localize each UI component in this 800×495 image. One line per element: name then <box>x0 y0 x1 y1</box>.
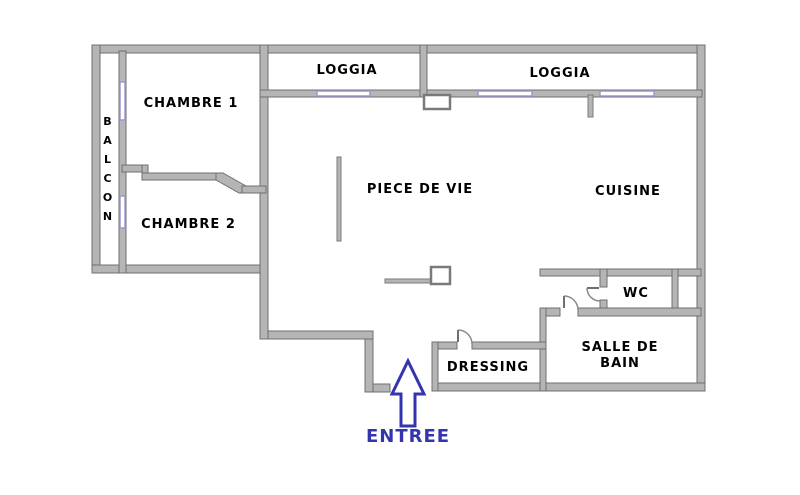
window-balcony-upper <box>119 81 126 121</box>
wall-dressing-left <box>431 341 439 392</box>
wall-wc-left-upper <box>599 268 608 288</box>
wall-kitchen-south <box>539 268 702 277</box>
door-arc-bathroom <box>563 295 579 311</box>
room-label-chambre-2: CHAMBRE 2 <box>141 217 236 232</box>
entrance-arrow-icon <box>389 357 427 428</box>
door-arc-dressing <box>457 329 473 345</box>
wall-exterior-entry-side <box>364 330 374 393</box>
entrance-label: ENTREE <box>365 426 451 447</box>
room-label-cuisine: CUISINE <box>595 184 661 199</box>
room-label-loggia-1: LOGGIA <box>316 63 378 78</box>
wall-exterior-mid-bottom <box>259 330 374 340</box>
counter-pillar-box <box>429 265 452 286</box>
wall-balcony-inner <box>118 50 127 274</box>
room-label-dressing: DRESSING <box>446 360 530 375</box>
counter-kitchen-bar <box>384 278 434 284</box>
wall-bedrooms-bottom <box>91 264 269 274</box>
door-arc-wc <box>586 287 601 302</box>
wall-bedroom-divider-d <box>241 185 267 194</box>
room-label-salle-de-bain: SALLE DE BAIN <box>581 340 659 372</box>
window-balcony-lower <box>119 195 126 229</box>
wall-loggia-divider <box>419 44 428 98</box>
window-loggia-2b <box>599 90 655 97</box>
room-label-balcon: BALCON <box>101 115 114 229</box>
window-loggia-2a <box>477 90 533 97</box>
wall-bedroom-divider-c <box>141 172 220 181</box>
wall-dressing-top-right <box>471 341 547 350</box>
window-loggia-1 <box>316 90 371 97</box>
room-label-loggia-2: LOGGIA <box>529 66 591 81</box>
wall-living-partition <box>336 156 342 242</box>
duct-shaft-box <box>422 93 452 111</box>
wall-exterior-top <box>91 44 706 54</box>
room-label-piece-de-vie: PIECE DE VIE <box>366 182 474 197</box>
wall-kitchen-stub <box>587 94 594 118</box>
room-label-wc: WC <box>623 286 649 301</box>
room-label-chambre-1: CHAMBRE 1 <box>143 96 239 111</box>
wall-exterior-bottom-right <box>431 382 706 392</box>
wall-bathroom-top-right <box>577 307 702 317</box>
